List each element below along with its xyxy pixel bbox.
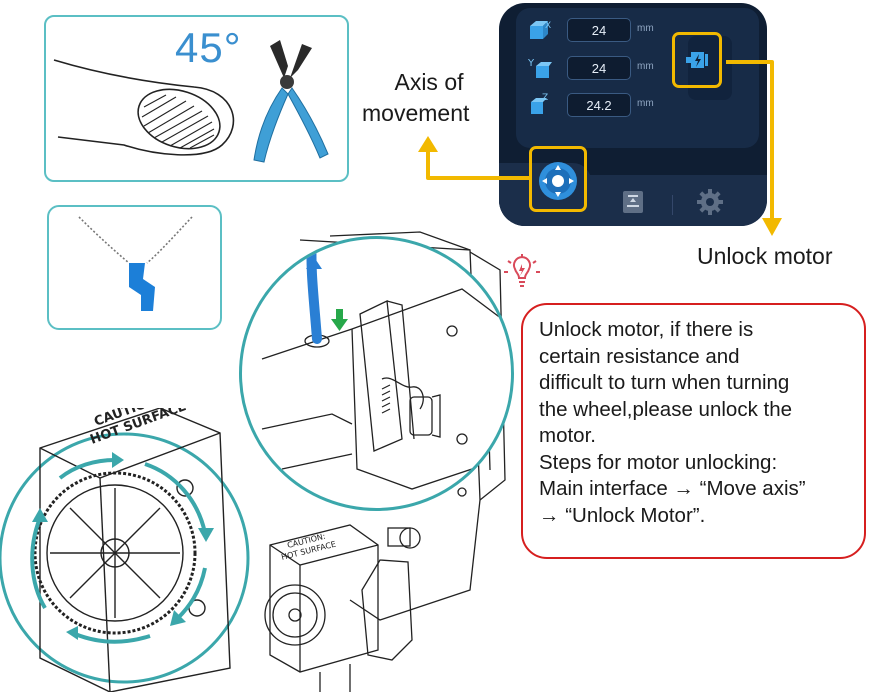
- svg-text:X: X: [545, 21, 551, 31]
- x-unit: mm: [637, 23, 654, 34]
- angle-label: 45°: [175, 24, 242, 71]
- tab-divider: [672, 195, 673, 215]
- note-line: Main interface → “Move axis”: [539, 477, 806, 500]
- finger-illustration: [53, 59, 235, 156]
- lightbulb-tip-icon: [504, 254, 540, 287]
- svg-text:Y: Y: [528, 58, 535, 69]
- unlock-motor-note: Unlock motor, if there is certain resist…: [521, 303, 866, 559]
- wheel-detail-illustration: CAUTION: HOT SURFACE: [0, 392, 250, 693]
- unlock-motor-icon[interactable]: [682, 49, 712, 71]
- x-value-field[interactable]: 24: [567, 18, 631, 42]
- z-unit: mm: [637, 98, 654, 109]
- note-line: certain resistance and: [539, 344, 740, 368]
- touchscreen-panel: X 24 mm Y 24 mm Z 24.2 mm: [499, 3, 767, 226]
- y-unit: mm: [637, 61, 654, 72]
- y-value-field[interactable]: 24: [567, 56, 631, 80]
- note-line: Unlock motor, if there is: [539, 318, 754, 341]
- note-line: Steps for motor unlocking:: [539, 450, 778, 474]
- filament-tip-illustration: [78, 216, 193, 311]
- note-line: → “Unlock Motor”.: [539, 503, 706, 527]
- axis-of-movement-label: Axis of: [394, 69, 464, 95]
- side-cutter-pliers-icon: [253, 40, 329, 163]
- rotate-arrows: [30, 458, 207, 644]
- svg-text:Z: Z: [542, 93, 548, 103]
- settings-icon[interactable]: [696, 188, 724, 216]
- note-line: the wheel,please unlock the: [539, 397, 793, 421]
- axis-of-movement-label-line2: movement: [362, 100, 470, 126]
- z-value-field[interactable]: 24.2: [567, 93, 631, 117]
- unlock-motor-highlight: [672, 32, 722, 88]
- note-line: difficult to turn when turning: [539, 371, 790, 394]
- move-axis-icon[interactable]: [537, 160, 579, 202]
- move-axis-panel: X 24 mm Y 24 mm Z 24.2 mm: [516, 8, 759, 148]
- lever-detail-illustration: [261, 239, 503, 490]
- note-line: motor.: [539, 424, 596, 447]
- axis-z-icon: Z: [531, 93, 548, 114]
- filament-icon[interactable]: [620, 189, 646, 215]
- move-axis-highlight: [529, 146, 587, 212]
- lever-zoom-circle: [239, 236, 514, 511]
- unlock-motor-label: Unlock motor: [697, 243, 833, 269]
- axis-x-icon: X: [530, 21, 551, 39]
- axis-y-icon: Y: [528, 58, 552, 78]
- wheel-zoom-circle: CAUTION: HOT SURFACE: [0, 392, 252, 693]
